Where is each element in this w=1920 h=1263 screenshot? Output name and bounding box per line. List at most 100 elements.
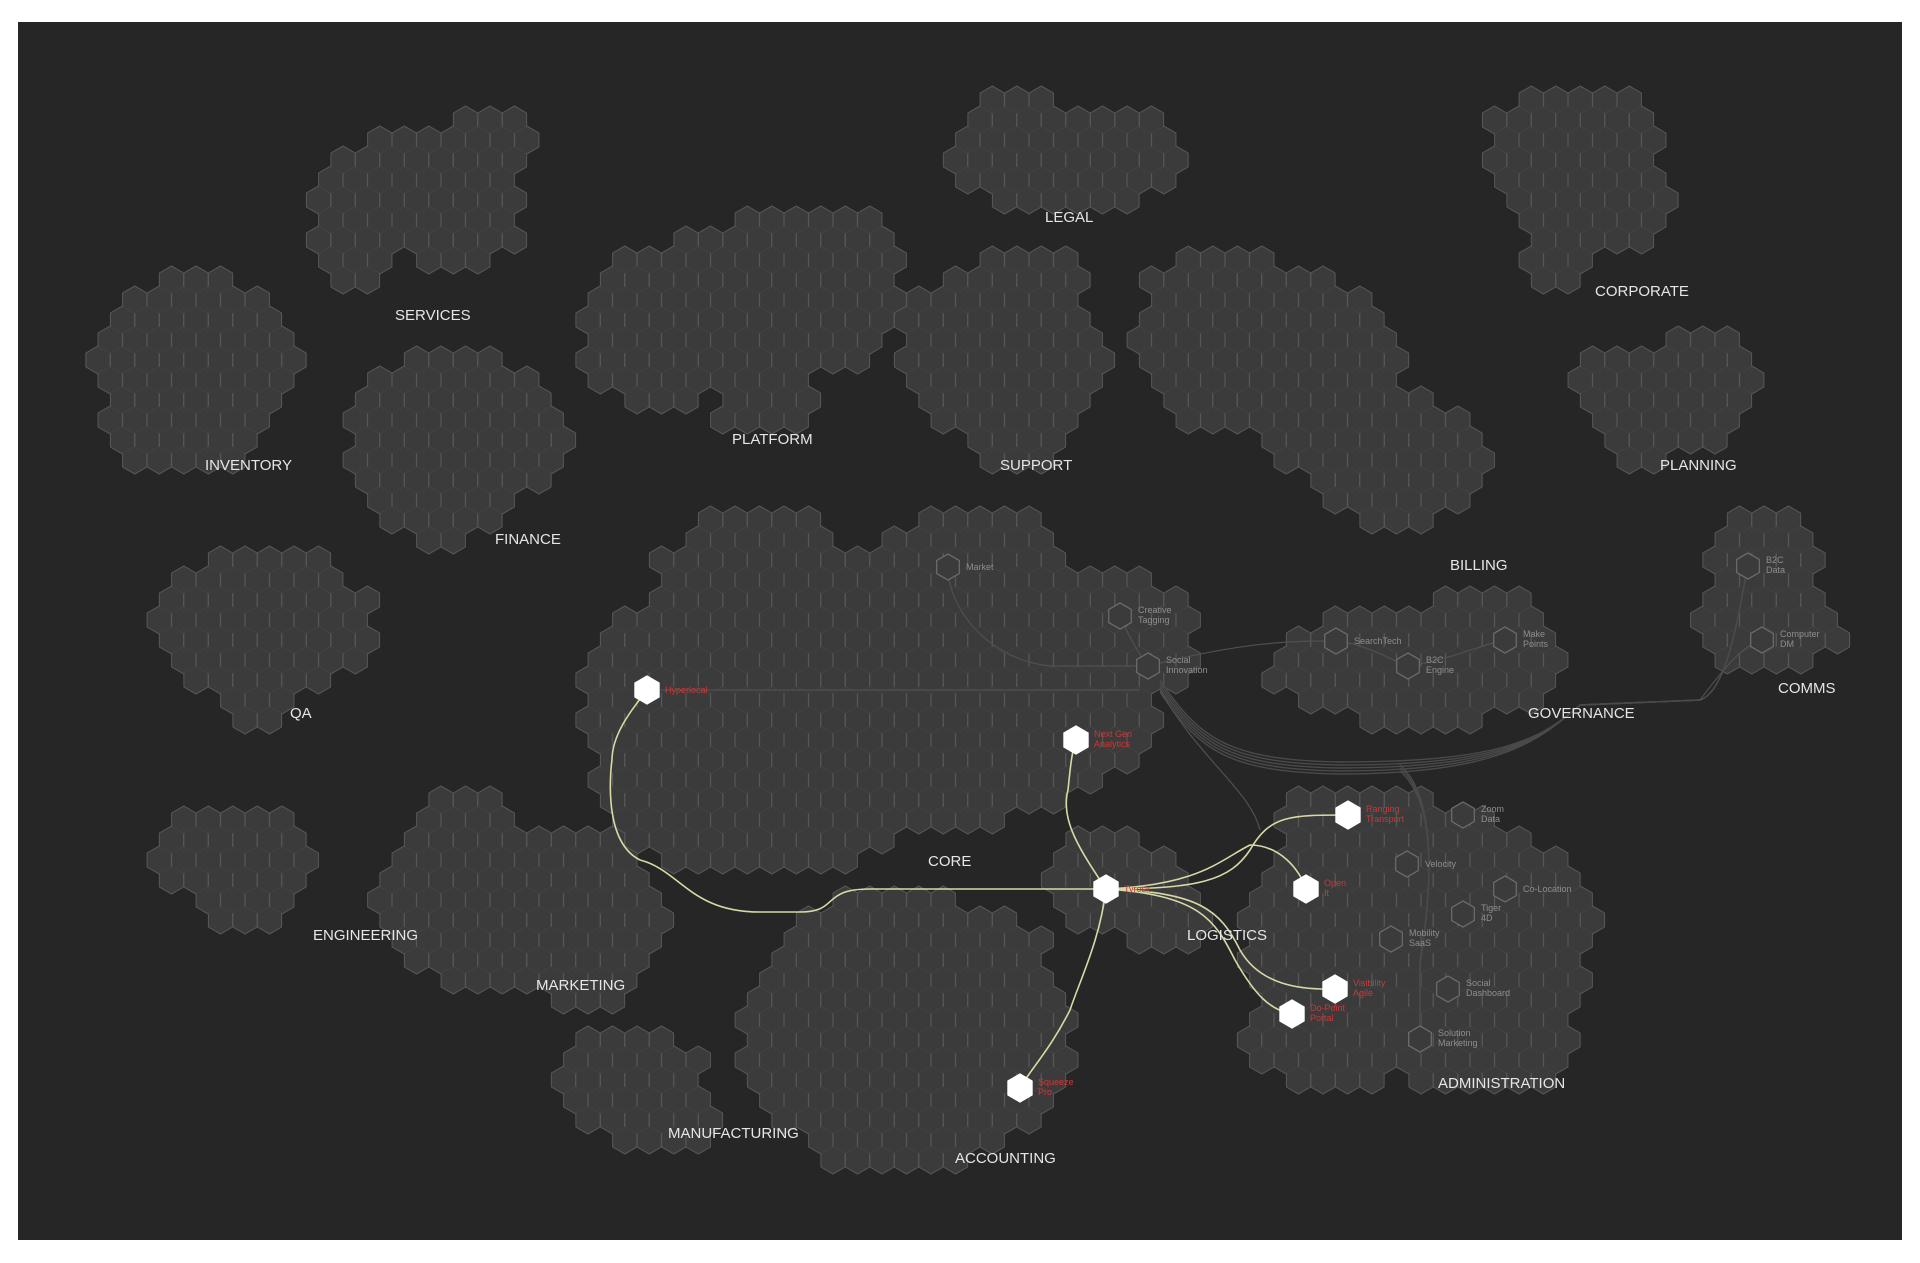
node-hex-icon: [1279, 999, 1305, 1029]
region-accounting[interactable]: [734, 885, 1079, 1175]
link-social-logistics: [1159, 689, 1261, 831]
region-manufacturing[interactable]: [550, 1025, 724, 1155]
link-hub-hyperlocal: [609, 689, 1106, 913]
node-hex-icon: [1736, 552, 1760, 580]
region-marketing[interactable]: [367, 785, 675, 1015]
region-corporate[interactable]: [1481, 85, 1679, 295]
region-label-inventory: INVENTORY: [205, 457, 292, 474]
node-hyperlocal[interactable]: Hyperlocal: [634, 675, 708, 705]
node-hex-icon: [1436, 975, 1460, 1003]
region-billing[interactable]: [1126, 245, 1495, 535]
node-searchtech[interactable]: SearchTech: [1324, 627, 1402, 655]
region-fill: [894, 246, 1115, 474]
link-market-social: [947, 566, 1148, 667]
node-label: SearchTech: [1354, 636, 1402, 646]
region-fill: [1262, 586, 1568, 734]
region-planning[interactable]: [1567, 325, 1765, 475]
node-hex-icon: [1379, 925, 1403, 953]
link-hub-ranging: [1105, 814, 1349, 890]
region-fill: [147, 546, 380, 734]
node-hex-icon: [1335, 800, 1361, 830]
region-fill: [1127, 246, 1494, 534]
region-finance[interactable]: [342, 345, 577, 555]
region-legal[interactable]: [942, 85, 1189, 215]
region-fill: [1691, 506, 1850, 674]
node-hex-icon: [1322, 974, 1348, 1004]
node-hex-icon: [1493, 875, 1517, 903]
link-hub-openit: [1105, 844, 1307, 890]
region-fill: [306, 106, 539, 294]
region-label-finance: FINANCE: [495, 531, 561, 548]
region-qa[interactable]: [146, 545, 381, 735]
region-label-manufacturing: MANUFACTURING: [668, 1125, 799, 1142]
region-governance[interactable]: [1261, 585, 1569, 735]
region-fill: [1482, 86, 1678, 294]
region-label-engineering: ENGINEERING: [313, 927, 418, 944]
region-label-qa: QA: [290, 705, 312, 722]
link-admin-bundle-2: [1399, 770, 1430, 1030]
region-platform[interactable]: [575, 205, 907, 435]
region-label-marketing: MARKETING: [536, 977, 625, 994]
region-label-legal: LEGAL: [1045, 209, 1093, 226]
region-comms[interactable]: [1690, 505, 1851, 675]
region-engineering[interactable]: [146, 805, 319, 935]
node-hex-icon: [1293, 874, 1319, 904]
region-fill: [551, 1026, 723, 1154]
node-hex-icon: [1396, 652, 1420, 680]
node-logistics-hub[interactable]: Tyresk: [1093, 874, 1151, 904]
node-label: Tyresk: [1124, 884, 1151, 894]
link-hub-dopoint: [1105, 888, 1293, 1015]
node-velocity[interactable]: Velocity: [1395, 850, 1457, 878]
node-hex-icon: [1493, 626, 1517, 654]
link-social-searchtech: [1147, 640, 1337, 667]
region-fill: [1568, 326, 1764, 474]
node-hex-icon: [1750, 626, 1774, 654]
node-hex-icon: [1063, 725, 1089, 755]
node-market[interactable]: Market: [936, 553, 994, 581]
regions-layer: [85, 85, 1851, 1175]
node-hex-icon: [634, 675, 660, 705]
node-hex-icon: [1451, 900, 1475, 928]
region-inventory[interactable]: [85, 265, 307, 475]
region-label-planning: PLANNING: [1660, 457, 1737, 474]
node-hex-icon: [1093, 874, 1119, 904]
region-support[interactable]: [893, 245, 1116, 475]
region-fill: [368, 786, 674, 1014]
region-services[interactable]: [305, 105, 540, 295]
node-hex-icon: [1408, 1025, 1432, 1053]
region-label-comms: COMMS: [1778, 680, 1836, 697]
region-fill: [735, 886, 1078, 1174]
node-colocation[interactable]: Co-Location: [1493, 875, 1572, 903]
link-hub-nextgen: [1065, 739, 1107, 890]
